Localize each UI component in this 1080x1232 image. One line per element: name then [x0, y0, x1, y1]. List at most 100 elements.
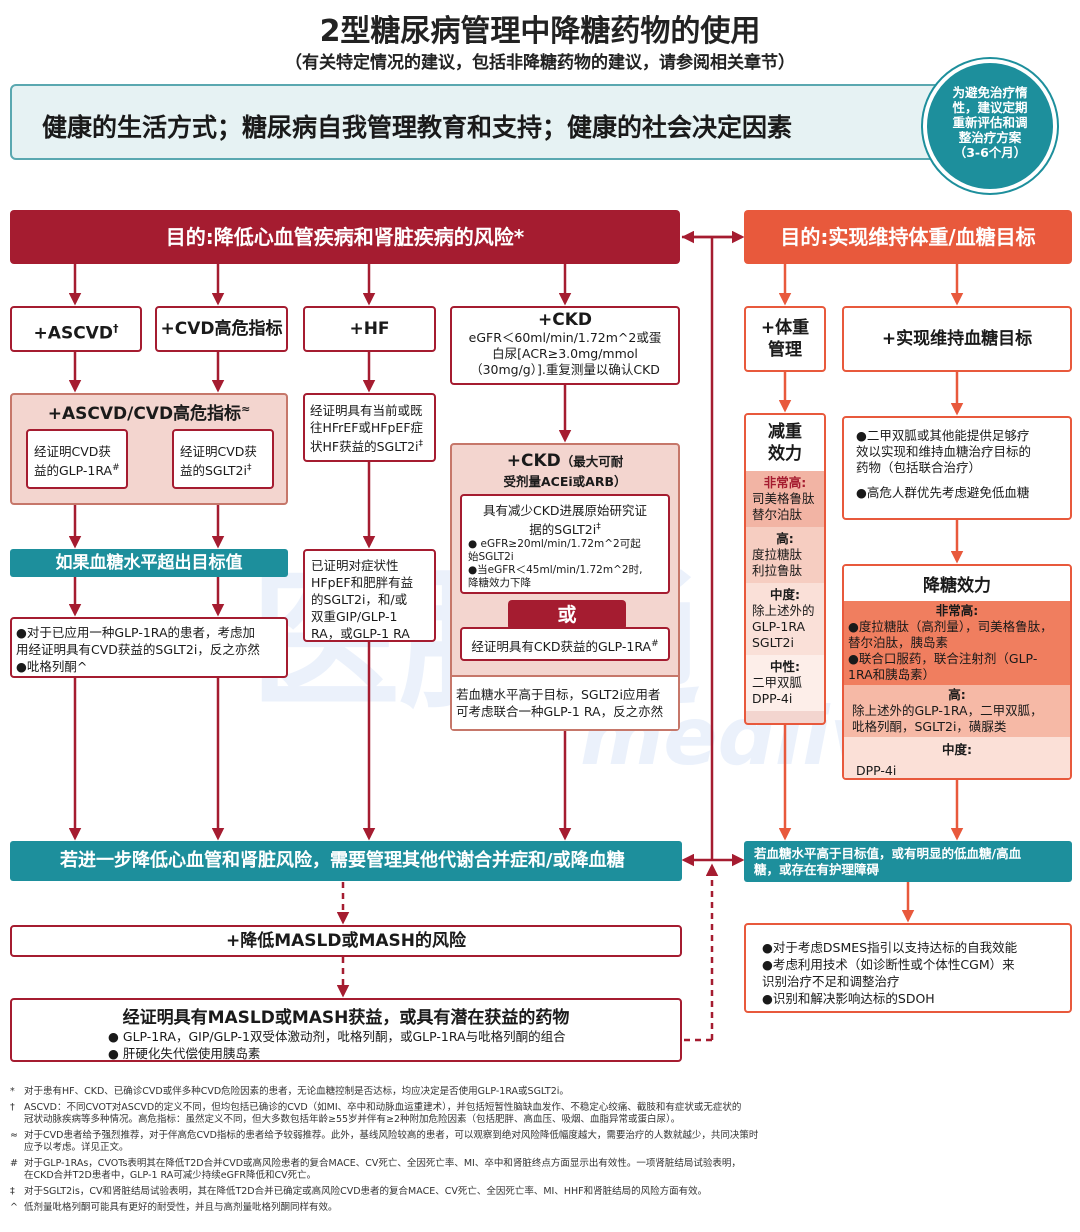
glp1-mark: # — [112, 463, 120, 473]
hfpef-line: RA，或GLP-1 RA — [311, 626, 410, 641]
reassess-line: 为避免治疗惰 — [952, 85, 1028, 100]
glycemic-target-box: +实现维持血糖目标 — [842, 306, 1072, 372]
ckd-combo-line: 可考虑联合一种GLP-1 RA，反之亦然 — [456, 704, 664, 719]
combined-title-text: +ASCVD/CVD高危指标 — [47, 404, 242, 424]
weight-tier-level: 中度: — [770, 587, 800, 602]
ckd-sglt2-mark: ‡ — [596, 521, 601, 532]
glucose-tier-drug: 吡格列酮，SGLT2i，磺脲类 — [852, 719, 1007, 734]
footnotes: *对于患有HF、CKD、已确诊CVD或伴多种CVD危险因素的患者，无论血糖控制是… — [10, 1086, 1070, 1214]
reassess-line: 整治疗方案 — [958, 130, 1022, 145]
ckd-glp1-box: 经证明具有CKD获益的GLP-1RA# — [460, 627, 670, 661]
weight-tier-level: 高: — [776, 531, 794, 546]
page-subtitle: （有关特定情况的建议，包括非降糖药物的建议，请参阅相关章节） — [285, 53, 795, 73]
hfpef-line: HFpEF和肥胖有益 — [311, 575, 414, 590]
glucose-tier-drug: ●联合口服药，联合注射剂（GLP- — [848, 651, 1038, 666]
glucose-tier-moderate: 中度: DPP-4i — [844, 737, 1070, 778]
glucose-tier-level: 高: — [948, 687, 966, 702]
ckd-max-suffix: （最大可耐 — [560, 454, 624, 469]
dsmes-line: ●考虑利用技术（如诊断性或个体性CGM）来 — [762, 957, 1015, 972]
hfpef-box: 已证明对症状性 HFpEF和肥胖有益 的SGLT2i，和/或 双重GIP/GLP… — [303, 549, 436, 642]
footnote: ‡ 对于SGLT2is，CV和肾脏结局试验表明，其在降低T2D合并已确定或高风险C… — [10, 1186, 1070, 1198]
weight-tier-drug: 二甲双胍 — [752, 675, 803, 690]
footnote-mark: # — [10, 1158, 18, 1169]
ckd-max-title: +CKD（最大可耐 — [452, 451, 678, 471]
footnote-text: ASCVD：不同CVOT对ASCVD的定义不同，但均包括已确诊的CVD（如MI、… — [24, 1102, 742, 1125]
weight-tier: 中度: 除上述外的 GLP-1RA SGLT2i — [746, 583, 824, 655]
weight-efficacy-title: 减重 效力 — [746, 415, 824, 471]
metformin-line: ●二甲双胍或其他能提供足够疗 — [856, 428, 1030, 443]
cvd-high-box: +CVD高危指标 — [155, 306, 288, 352]
ckd-sglt2-bullet: 降糖效力下降 — [468, 577, 531, 589]
sglt2-cvd-line: 经证明CVD获 — [180, 444, 257, 459]
weight-tier: 高: 度拉糖肽 利拉鲁肽 — [746, 527, 824, 583]
ckd-desc: eGFR＜60ml/min/1.72m^2或蛋 — [468, 330, 662, 345]
if-glucose-detail-line: ●吡格列酮^ — [16, 659, 88, 674]
footnote-text: 对于SGLT2is，CV和肾脏结局试验表明，其在降低T2D合并已确定或高风险CV… — [24, 1186, 708, 1197]
hfpef-line: 双重GIP/GLP-1 — [311, 609, 398, 624]
weight-tier-drug: 司美格鲁肽 — [752, 491, 815, 506]
ascvd-cvd-combined-box: +ASCVD/CVD高危指标≈ 经证明CVD获 益的GLP-1RA# 经证明CV… — [10, 393, 288, 505]
footnote-mark: ‡ — [10, 1186, 15, 1197]
footnote: ^低剂量吡格列酮可能具有更好的耐受性，并且与高剂量吡格列酮同样有效。 — [10, 1202, 1070, 1214]
ckd-sglt2-title: 具有减少CKD进展原始研究证 — [482, 503, 648, 518]
ckd-sglt2-bullet: 始SGLT2i — [468, 551, 514, 563]
weight-tier-drug: SGLT2i — [752, 635, 794, 650]
further-management-bar: 若进一步降低心血管和肾脏风险，需要管理其他代谢合并症和/或降血糖 — [10, 841, 682, 881]
footnote-mark: * — [10, 1086, 15, 1097]
dsmes-line: 识别治疗不足和调整治疗 — [762, 974, 900, 989]
weight-tier-level: 中性: — [770, 659, 800, 674]
weight-tier-drug: DPP-4i — [752, 691, 793, 706]
combined-title: +ASCVD/CVD高危指标≈ — [12, 399, 286, 424]
dsmes-box: ●对于考虑DSMES指引以支持达标的自我效能 ●考虑利用技术（如诊断性或个体性C… — [744, 923, 1072, 1013]
weight-efficacy-title-line: 效力 — [768, 444, 802, 464]
hf-box: +HF — [303, 306, 436, 352]
weight-efficacy-box: 减重 效力 非常高: 司美格鲁肽 替尔泊肽 高: 度拉糖肽 利拉鲁肽 中度: 除… — [744, 413, 826, 725]
page-title: 2型糖尿病管理中降糖药物的使用 — [319, 14, 761, 49]
if-glucose-detail: ●对于已应用一种GLP-1RA的患者，考虑加 用经证明具有CVD获益的SGLT2… — [10, 617, 288, 678]
footnote-text: 对于GLP-1RAs，CVOTs表明其在降低T2D合并CVD或高风险患者的复合M… — [24, 1158, 741, 1181]
glucose-tier-drug: DPP-4i — [856, 763, 897, 778]
hf-detail-line: 状HF获益的SGLT2i — [310, 439, 419, 455]
sglt2-cvd-box: 经证明CVD获 益的SGLT2i‡ — [172, 429, 274, 489]
reassess-circle: 为避免治疗惰 性，建议定期 重新评估和调 整治疗方案 （3-6个月） — [923, 59, 1057, 193]
glp1-cvd-line: 经证明CVD获 — [34, 444, 111, 459]
weight-tier-drug: 除上述外的 — [752, 603, 815, 618]
masld-drugs-title: 经证明具有MASLD或MASH获益，或具有潜在获益的药物 — [122, 1008, 570, 1028]
glp1-cvd-box: 经证明CVD获 益的GLP-1RA# — [26, 429, 128, 489]
ascvd-label: +ASCVD — [33, 323, 113, 344]
ckd-desc: （30mg/g）].重复测量以确认CKD — [470, 362, 660, 377]
ckd-glp1-text: 经证明具有CKD获益的GLP-1RA — [471, 639, 652, 655]
reassess-line: 性，建议定期 — [952, 100, 1028, 115]
reassess-line: 重新评估和调 — [952, 115, 1028, 130]
masld-drug-item: ● 肝硬化失代偿使用胰岛素 — [108, 1046, 261, 1061]
weight-tier-drug: 替尔泊肽 — [752, 507, 803, 522]
goal-weight-glucose: 目的:实现维持体重/血糖目标 — [744, 210, 1072, 264]
above-target-bar: 若血糖水平高于目标值，或有明显的低血糖/高血 糖，或存在有护理障碍 — [744, 841, 1072, 882]
if-glucose-detail-line: 用经证明具有CVD获益的SGLT2i，反之亦然 — [16, 642, 260, 657]
ckd-title: +CKD — [537, 310, 592, 330]
glucose-tier-high: 高: 除上述外的GLP-1RA，二甲双胍， 吡格列酮，SGLT2i，磺脲类 — [844, 685, 1070, 737]
lifestyle-banner: 健康的生活方式；糖尿病自我管理教育和支持；健康的社会决定因素 — [10, 84, 1010, 160]
weight-tier-drug: 利拉鲁肽 — [752, 563, 803, 578]
dsmes-line: ●识别和解决影响达标的SDOH — [762, 991, 935, 1006]
ckd-combo-box: 若血糖水平高于目标，SGLT2i应用者 可考虑联合一种GLP-1 RA，反之亦然 — [452, 675, 678, 729]
sglt2-mark: ‡ — [246, 463, 252, 473]
weight-tier-drug: 度拉糖肽 — [752, 547, 803, 562]
glucose-tier-drug: 1RA和胰岛素） — [848, 667, 936, 682]
weight-tier: 中性: 二甲双胍 DPP-4i — [746, 655, 824, 711]
ascvd-box: +ASCVD† — [10, 306, 142, 352]
glucose-tier-level: 非常高: — [935, 603, 979, 618]
masld-box: +降低MASLD或MASH的风险 — [10, 925, 682, 957]
footnote-mark: ≈ — [10, 1130, 18, 1141]
goal-cardiorenal: 目的:降低心血管疾病和肾脏疾病的风险* — [10, 210, 680, 264]
footnote: # 对于GLP-1RAs，CVOTs表明其在降低T2D合并CVD或高风险患者的复合… — [10, 1158, 1070, 1182]
ckd-sglt2-bullet: 当eGFR＜45ml/min/1.72m^2时, — [477, 564, 643, 576]
ckd-sglt2-box: 具有减少CKD进展原始研究证 据的SGLT2i‡ ● eGFR≥20ml/min… — [460, 494, 670, 594]
footnote-mark: † — [10, 1102, 15, 1113]
hfpef-line: 已证明对症状性 — [311, 558, 399, 573]
ckd-sglt2-title: 据的SGLT2i — [529, 522, 597, 537]
masld-drugs-box: 经证明具有MASLD或MASH获益，或具有潜在获益的药物 ● GLP-1RA，G… — [10, 998, 682, 1062]
ckd-desc: 白尿[ACR≥3.0mg/mmol — [492, 346, 638, 361]
glucose-tier-very-high: 非常高: ●度拉糖肽（高剂量），司美格鲁肽， 替尔泊肽，胰岛素 ●联合口服药，联… — [844, 601, 1070, 685]
